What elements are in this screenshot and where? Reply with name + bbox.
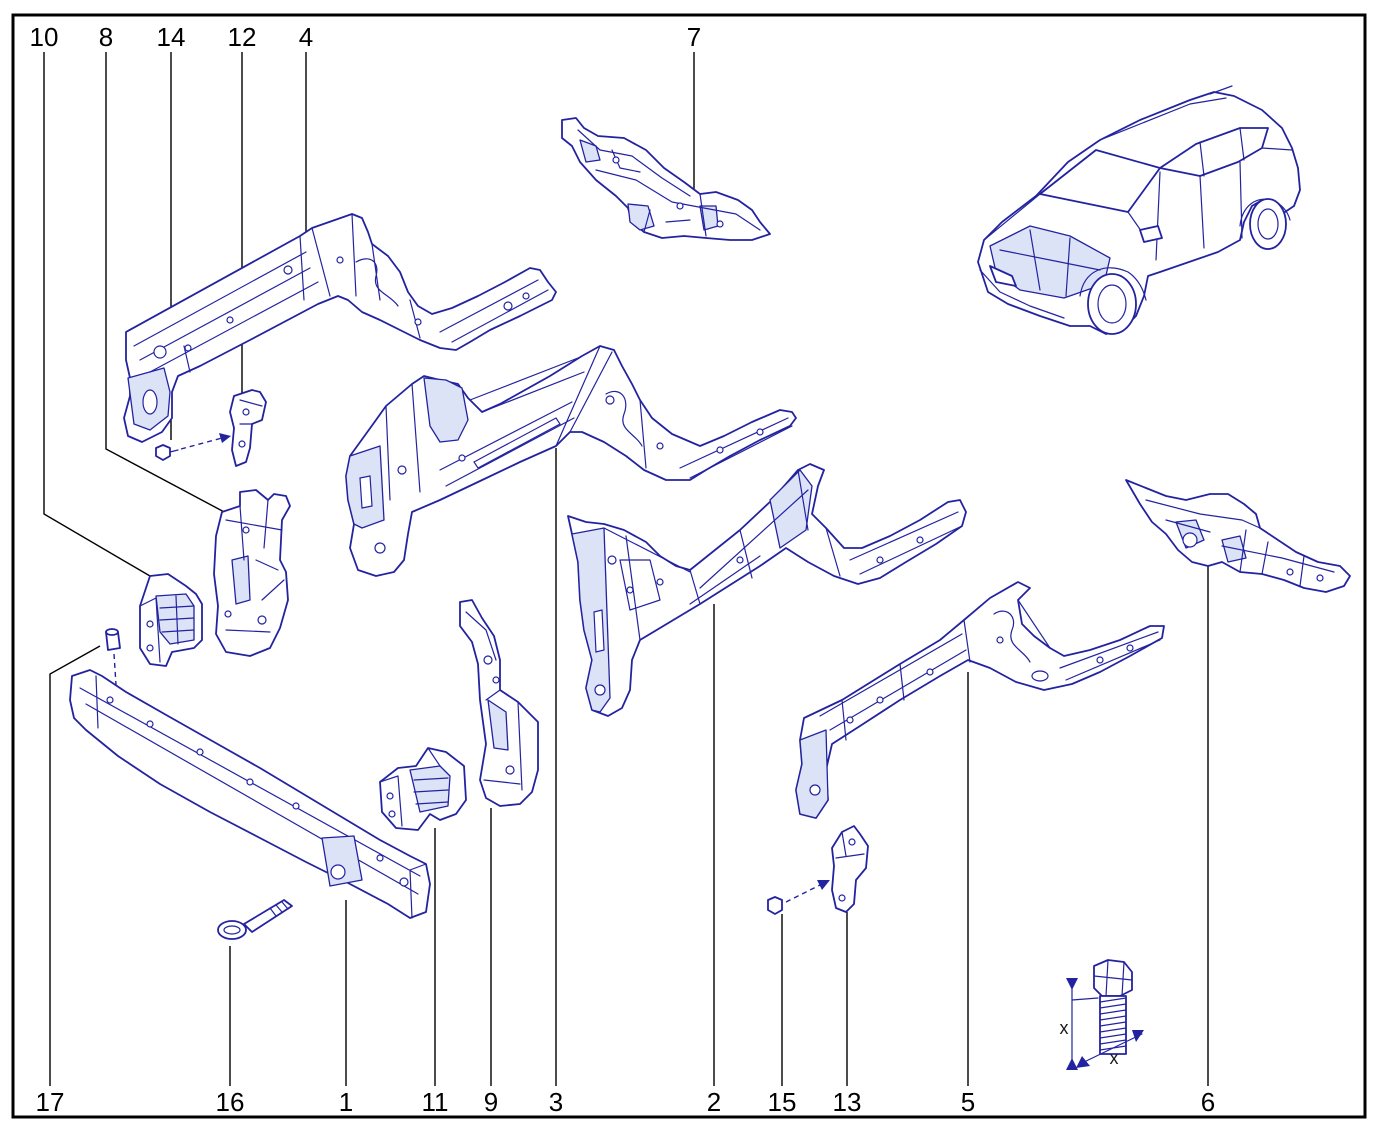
callout-numbers-top: 10 8 14 12 4 7 — [30, 22, 702, 52]
callout-number-14: 14 — [157, 22, 186, 52]
part-10-detail-lines — [139, 595, 195, 663]
part-3-tower-bracket — [423, 377, 469, 443]
callout-number-5: 5 — [961, 1087, 975, 1117]
callout-number-15: 15 — [768, 1087, 797, 1117]
callout-number-12: 12 — [228, 22, 257, 52]
part-3-slots-and-holes — [359, 395, 764, 554]
part-5-detail-lines — [819, 599, 1161, 741]
part-16 — [217, 899, 293, 940]
part-14 — [155, 433, 231, 461]
part-12-detail-lines — [239, 399, 263, 425]
part-17-nut-top — [105, 628, 119, 636]
part-14-arrowhead-icon — [219, 433, 231, 443]
part-9-slot — [487, 699, 509, 751]
part-11 — [379, 747, 467, 831]
part-10 — [139, 573, 203, 667]
vehicle-mirror — [1139, 225, 1163, 243]
vehicle-headlight — [989, 265, 1017, 287]
bolt-head-faces — [1093, 959, 1133, 997]
leader-line-17 — [49, 645, 101, 1086]
vehicle-front-wheel — [1087, 273, 1137, 335]
part-14-bolt-head — [155, 444, 171, 461]
callout-number-4: 4 — [299, 22, 313, 52]
part-12-holes — [238, 408, 250, 448]
part-8-slot — [231, 555, 251, 605]
part-7-detail-lines — [577, 129, 761, 237]
callout-numbers-bottom: 17 16 1 11 9 3 2 15 13 5 6 — [36, 1087, 1216, 1117]
part-4-detail-lines — [133, 213, 549, 373]
part-3-detail-lines — [385, 345, 793, 501]
part-7-outline — [561, 117, 771, 241]
part-14-assembly-arrow-line — [180, 437, 223, 450]
part-9 — [459, 599, 539, 807]
callout-number-17: 17 — [36, 1087, 65, 1117]
part-16-thread-lines — [269, 901, 289, 917]
vehicle-location-illustration — [977, 85, 1301, 335]
part-5-end-plate — [795, 729, 829, 819]
leader-lines — [43, 52, 1209, 1086]
part-16-eye-opening — [223, 925, 241, 935]
part-15-assembly-arrow-line — [785, 884, 821, 903]
dimension-label-vertical: x — [1060, 1018, 1069, 1038]
vehicle-rear-wheel — [1249, 198, 1287, 250]
part-12-outline — [229, 389, 267, 467]
part-14-bolt-shank — [169, 449, 179, 453]
part-6-detail-lines — [1145, 499, 1335, 587]
callout-number-9: 9 — [484, 1087, 498, 1117]
leader-line-8 — [105, 52, 229, 515]
part-5 — [795, 581, 1165, 819]
part-1 — [69, 669, 431, 919]
part-7-holes — [612, 156, 724, 228]
vehicle-front-wheel-rim — [1097, 284, 1127, 324]
callout-number-6: 6 — [1201, 1087, 1215, 1117]
part-8 — [213, 489, 291, 657]
part-12 — [229, 389, 267, 467]
part-13-detail-lines — [835, 831, 865, 859]
part-15-arrowhead-icon — [817, 880, 830, 890]
callout-number-11: 11 — [422, 1087, 449, 1117]
part-15 — [767, 880, 830, 915]
part-3 — [345, 345, 797, 577]
bolt-dimension-detail: x x — [1060, 959, 1144, 1070]
callout-number-1: 1 — [339, 1087, 353, 1117]
part-9-holes — [483, 655, 515, 775]
part-10-holes — [146, 620, 154, 652]
part-4-holes — [142, 256, 530, 415]
part-11-crush-block — [409, 765, 451, 813]
part-8-detail-lines — [225, 499, 285, 633]
leader-line-10 — [43, 52, 151, 577]
part-1-holes — [106, 696, 409, 887]
callout-number-16: 16 — [216, 1087, 245, 1117]
vehicle-rear-wheel-rim — [1257, 208, 1279, 240]
dimension-lines — [1071, 981, 1143, 1067]
part-4 — [123, 213, 557, 443]
callout-number-3: 3 — [549, 1087, 563, 1117]
part-7 — [561, 117, 771, 241]
callout-number-2: 2 — [707, 1087, 721, 1117]
part-8-holes — [224, 526, 267, 625]
callout-number-13: 13 — [833, 1087, 862, 1117]
part-11-holes — [386, 792, 396, 818]
part-6-holes — [1182, 532, 1324, 582]
part-5-holes — [809, 636, 1134, 796]
part-8-outline — [213, 489, 291, 657]
part-13-outline — [831, 825, 869, 913]
part-15-bolt-head — [767, 896, 783, 915]
part-16-eye-ring — [217, 920, 247, 940]
part-11-detail-lines — [379, 747, 449, 827]
part-13-holes — [838, 838, 856, 902]
callout-number-7: 7 — [687, 22, 701, 52]
callout-number-10: 10 — [30, 22, 59, 52]
part-2 — [567, 463, 967, 717]
part-2-end-plate — [571, 527, 611, 713]
part-2-slots-and-holes — [593, 536, 924, 696]
part-13 — [831, 825, 869, 913]
part-9-outline — [459, 599, 539, 807]
dimension-label-bottom: x — [1110, 1048, 1119, 1068]
part-6 — [1125, 479, 1351, 593]
part-9-detail-lines — [465, 611, 523, 791]
callout-number-8: 8 — [99, 22, 113, 52]
